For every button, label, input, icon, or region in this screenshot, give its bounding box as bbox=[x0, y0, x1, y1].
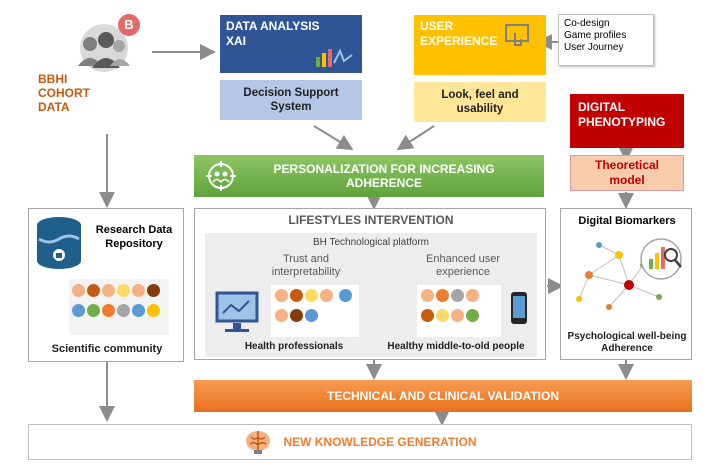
biomarkers-panel: Digital Biomarkers Psychological well-be… bbox=[560, 208, 692, 360]
smartphone-icon bbox=[511, 292, 527, 324]
brain-badge-icon: B bbox=[118, 14, 140, 36]
platform-area: BH Technological platform Trust and inte… bbox=[205, 233, 537, 357]
biomarkers-detail: Psychological well-being Adherence bbox=[567, 331, 687, 354]
research-title: Research Data Repository bbox=[95, 224, 173, 250]
decision-support-box: Decision Support System bbox=[220, 80, 362, 120]
user-experience-box: USER EXPERIENCE bbox=[414, 15, 546, 75]
scientists-illustration bbox=[69, 279, 169, 335]
monitor-icon bbox=[215, 291, 259, 332]
personalization-bar: PERSONALIZATION FOR INCREASING ADHERENCE bbox=[194, 155, 544, 197]
platform-label: BH Technological platform bbox=[313, 237, 429, 248]
database-lock-icon bbox=[37, 217, 81, 269]
arrow-dss-to-personalization bbox=[313, 125, 354, 151]
research-panel: Research Data Repository Scientific comm… bbox=[28, 208, 184, 362]
health-professionals-label: Health professionals bbox=[244, 341, 344, 352]
codesign-note: Co-design Game profiles User Journey bbox=[558, 14, 654, 66]
lifestyles-title: LIFESTYLES INTERVENTION bbox=[288, 213, 454, 227]
touch-screen-icon bbox=[505, 24, 529, 46]
data-analysis-box: DATA ANALYSIS XAI bbox=[220, 15, 362, 73]
professionals-illustration bbox=[271, 285, 359, 337]
theoretical-model-box: Theoretical model bbox=[570, 155, 684, 191]
cohort-people-icon bbox=[78, 24, 130, 72]
validation-bar: TECHNICAL AND CLINICAL VALIDATION bbox=[194, 380, 692, 412]
trust-label: Trust and interpretability bbox=[271, 253, 341, 278]
brain-bulb-icon bbox=[246, 431, 271, 454]
target-people-icon bbox=[206, 161, 236, 191]
healthy-people-label: Healthy middle-to-old people bbox=[387, 341, 525, 352]
enhanced-label: Enhanced user experience bbox=[426, 253, 500, 278]
scientific-community-label: Scientific community bbox=[51, 343, 163, 355]
lifestyles-panel: LIFESTYLES INTERVENTION BH Technological… bbox=[194, 208, 546, 360]
look-feel-box: Look, feel and usability bbox=[414, 82, 546, 122]
biomarkers-title: Digital Biomarkers bbox=[578, 215, 676, 227]
knowledge-bar: NEW KNOWLEDGE GENERATION bbox=[28, 424, 692, 460]
people-illustration bbox=[417, 285, 501, 337]
arrow-ux-to-personalization bbox=[396, 125, 435, 151]
bar-chart-icon bbox=[316, 48, 353, 67]
network-graph-icon bbox=[576, 238, 682, 310]
digital-phenotyping-box: DIGITAL PHENOTYPING bbox=[570, 94, 684, 148]
cohort-label: BBHI COHORT DATA bbox=[38, 72, 90, 114]
